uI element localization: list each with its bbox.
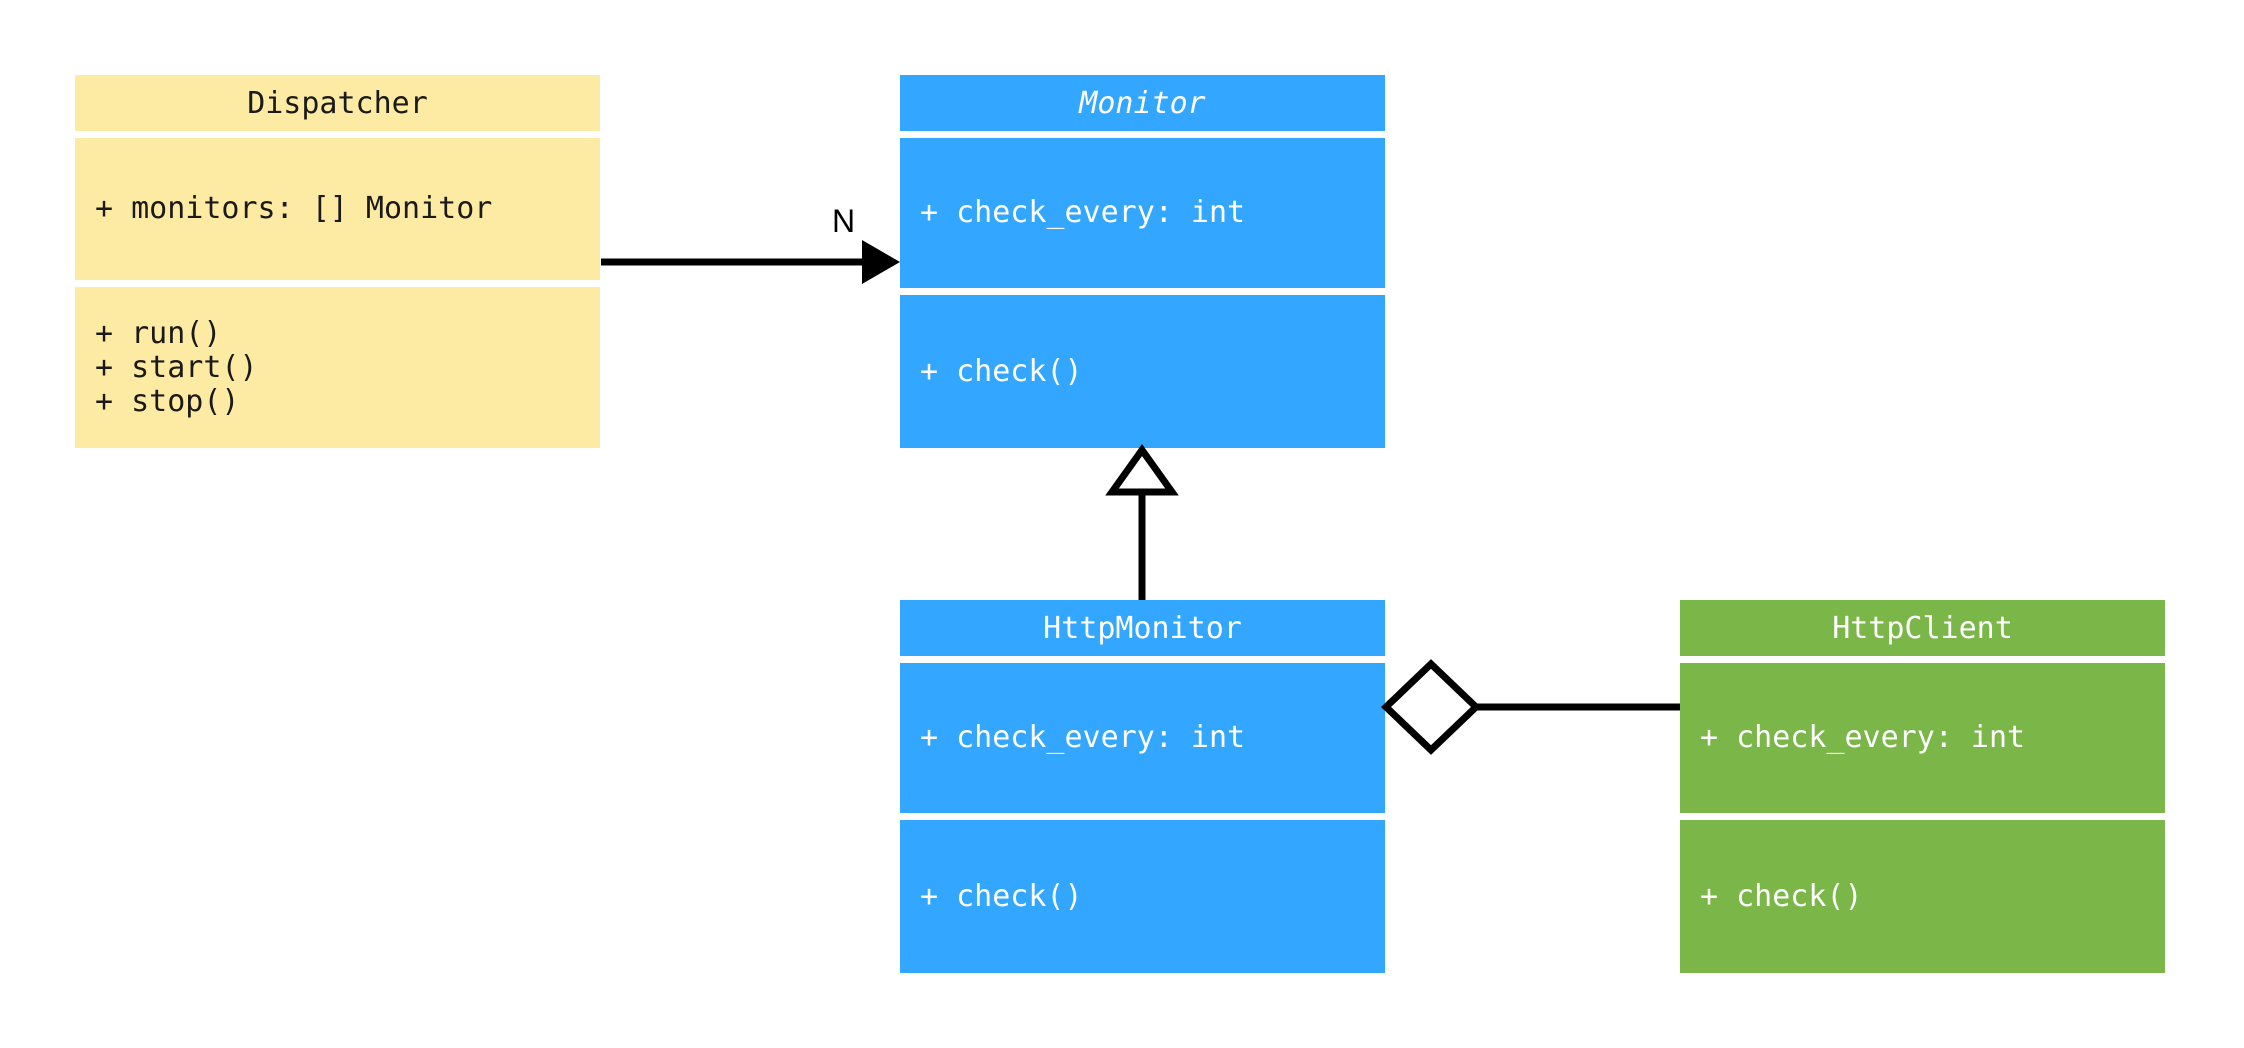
aggregation-httpmonitor-to-httpclient [1380,659,1680,755]
class-methods-compartment-httpmonitor: + check() [900,820,1385,973]
attribute-row: + check_every: int [1700,720,2026,755]
method-row: + check() [1700,878,1863,914]
attribute-row: + monitors: [] Monitor [95,191,493,226]
compartment-divider [1680,813,2165,820]
class-title-compartment-monitor: Monitor [900,75,1385,131]
class-box-httpmonitor[interactable]: HttpMonitor + check_every: int + check() [900,600,1385,973]
class-title-compartment-httpmonitor: HttpMonitor [900,600,1385,656]
class-attributes-compartment-httpmonitor: + check_every: int [900,663,1385,813]
class-box-monitor[interactable]: Monitor + check_every: int + check() [900,75,1385,448]
association-dispatcher-to-monitor [601,240,900,284]
class-name-httpmonitor: HttpMonitor [1043,610,1242,646]
method-row: + check() [920,353,1083,389]
class-name-dispatcher: Dispatcher [247,85,428,121]
class-name-monitor: Monitor [1079,85,1206,121]
class-name-httpclient: HttpClient [1832,610,2013,646]
method-row: + check() [920,878,1083,914]
method-row: + stop() [95,383,240,419]
class-box-dispatcher[interactable]: Dispatcher + monitors: [] Monitor + run(… [75,75,600,448]
filled-triangle-arrowhead-icon [862,240,900,284]
compartment-divider [1680,656,2165,663]
class-methods-compartment-httpclient: + check() [1680,820,2165,973]
compartment-divider [900,131,1385,138]
compartment-divider [75,131,600,138]
attribute-row: + check_every: int [920,720,1246,755]
association-multiplicity-label: N [832,203,856,239]
class-methods-compartment-monitor: + check() [900,295,1385,448]
class-title-compartment-httpclient: HttpClient [1680,600,2165,656]
class-methods-compartment-dispatcher: + run() + start() + stop() [75,287,600,448]
class-attributes-compartment-dispatcher: + monitors: [] Monitor [75,138,600,280]
hollow-triangle-arrowhead-icon [1105,443,1179,496]
attribute-row: + check_every: int [920,195,1246,230]
compartment-divider [75,280,600,287]
generalization-httpmonitor-to-monitor [1105,443,1179,600]
method-row: + run() [95,315,222,351]
compartment-divider [900,288,1385,295]
compartment-divider [900,813,1385,820]
class-attributes-compartment-httpclient: + check_every: int [1680,663,2165,813]
method-row: + start() [95,349,258,385]
class-attributes-compartment-monitor: + check_every: int [900,138,1385,288]
class-title-compartment-dispatcher: Dispatcher [75,75,600,131]
class-box-httpclient[interactable]: HttpClient + check_every: int + check() [1680,600,2165,973]
hollow-diamond-aggregation-icon [1380,659,1482,755]
compartment-divider [900,656,1385,663]
